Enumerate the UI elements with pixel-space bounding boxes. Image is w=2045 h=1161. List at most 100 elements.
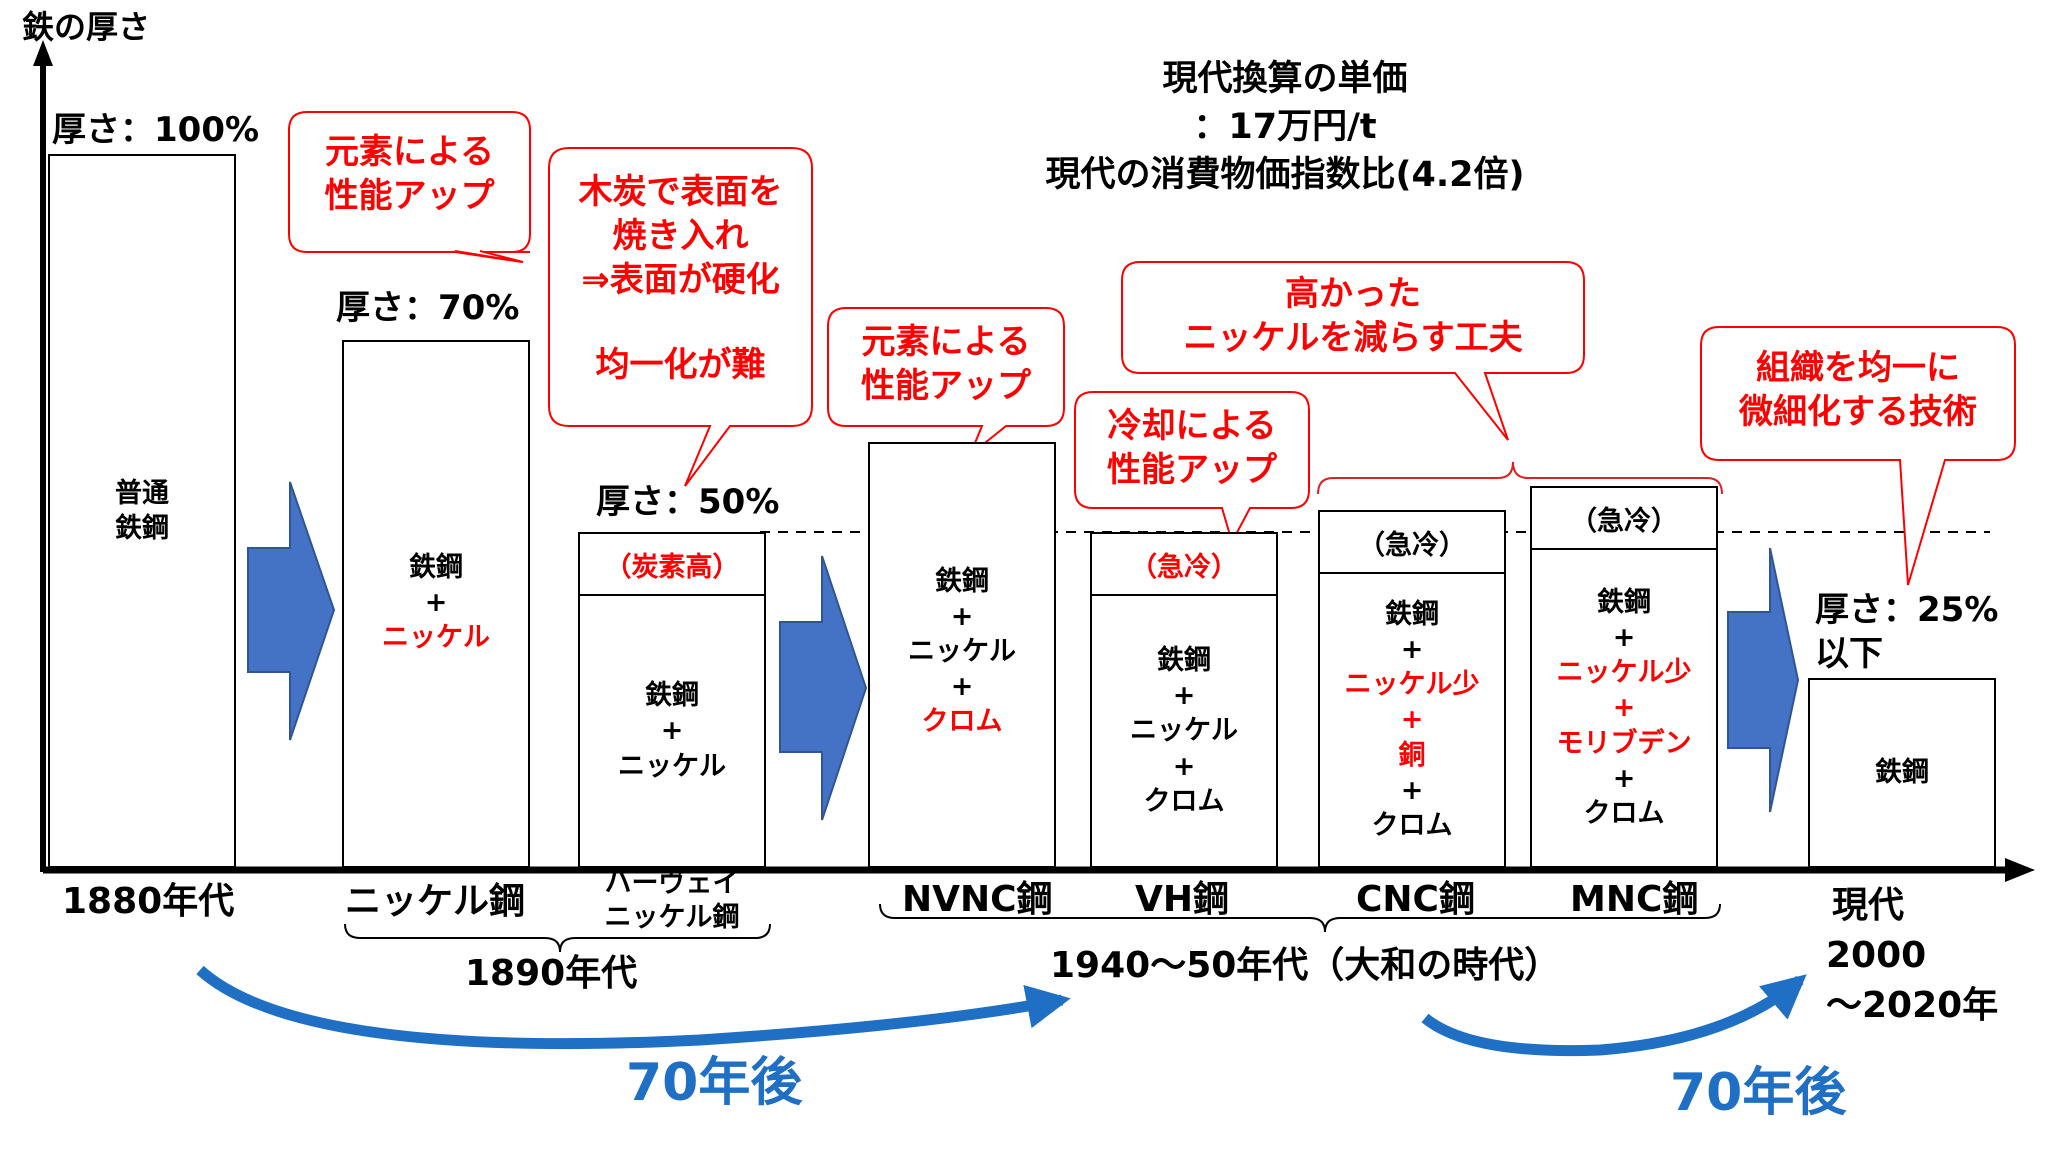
label-mnc: MNC鋼 <box>1570 879 1699 920</box>
label-1940-50s: 1940～50年代（大和の時代） <box>1050 945 1561 986</box>
bar-cnc-l4: + <box>1400 704 1424 736</box>
bar-nickel-steel: 鉄鋼 + ニッケル <box>342 340 530 868</box>
price-note-line3: 現代の消費物価指数比(4.2倍) <box>1045 155 1525 195</box>
bubble-6-text: 組織を均一に 微細化する技術 <box>1701 346 2015 434</box>
label-harvey-2: ニッケル鋼 <box>604 902 740 933</box>
bar-nvnc-l5: クロム <box>921 706 1003 738</box>
thickness-label-25-suffix: 以下 <box>1815 634 1883 674</box>
brace-1940 <box>879 903 1721 933</box>
bubble-3-line1: 元素による <box>861 322 1031 362</box>
bar-cnc-l1: 鉄鋼 <box>1385 599 1439 631</box>
speech-bubble-5 <box>1121 261 1585 441</box>
bar-vh-l1: 鉄鋼 <box>1157 645 1211 677</box>
bar-normal-line2: 鉄鋼 <box>115 513 169 545</box>
bar-mnc-l3: ニッケル少 <box>1556 657 1692 689</box>
block-arrow-3 <box>1727 547 1800 813</box>
bar-cnc-l7: クロム <box>1371 809 1453 841</box>
bar-harvey-cap: （炭素高） <box>580 534 764 596</box>
label-modern-2: 2000 <box>1826 935 1927 976</box>
thickness-label-70: 厚さ：70% <box>336 288 520 328</box>
label-nickel-steel: ニッケル鋼 <box>345 881 526 922</box>
thickness-label-100: 厚さ：100% <box>52 110 260 150</box>
bubble-2-line1: 木炭で表面を <box>578 172 783 212</box>
bubble-5-line1: 高かった <box>1285 274 1421 314</box>
label-vh: VH鋼 <box>1135 879 1229 920</box>
bar-nickel-l1: 鉄鋼 <box>409 552 463 583</box>
y-axis-arrowhead <box>33 40 53 66</box>
bar-normal-steel: 普通 鉄鋼 <box>48 154 236 868</box>
bubble-5-text: 高かった ニッケルを減らす工夫 <box>1122 272 1584 360</box>
curve-arrow-2 <box>1421 974 1807 1057</box>
speech-bubble-3 <box>827 307 1065 456</box>
bubble-2-line2: 焼き入れ <box>612 216 749 257</box>
brace-cnc-mnc <box>1317 461 1723 495</box>
bubble-3-text: 元素による 性能アップ <box>828 320 1064 408</box>
curve-arrow-1 <box>196 965 1071 1050</box>
bar-vh-l2: + <box>1172 680 1196 712</box>
block-arrow-2 <box>779 555 868 821</box>
price-note-line1: 現代換算の単価 <box>1162 59 1408 99</box>
label-1890s: 1890年代 <box>465 953 638 994</box>
span-label-second: 70年後 <box>1670 1063 1847 1123</box>
block-arrow-1 <box>247 481 336 741</box>
bar-mnc-l6: + <box>1612 762 1636 794</box>
bubble-6-line1: 組織を均一に <box>1756 348 1960 388</box>
price-note-line2: ：17万円/t <box>1193 107 1377 147</box>
bar-cnc-cap: （急冷） <box>1320 512 1504 574</box>
label-nvnc: NVNC鋼 <box>902 879 1053 920</box>
bar-vh-l3: ニッケル <box>1130 715 1238 747</box>
bubble-2-line4: 均一化が難 <box>595 344 766 385</box>
bar-modern-l1: 鉄鋼 <box>1875 757 1929 789</box>
bar-nvnc-l4: + <box>950 671 974 703</box>
bar-cnc-l5: 銅 <box>1398 739 1426 771</box>
bar-mnc-l2: + <box>1612 622 1636 654</box>
y-axis-label: 鉄の厚さ <box>22 8 151 46</box>
bar-harvey-l2: + <box>660 715 684 747</box>
speech-bubble-1-tail <box>454 250 524 263</box>
bar-nvnc-steel: 鉄鋼 + ニッケル + クロム <box>868 442 1056 868</box>
bar-cnc-l3: ニッケル少 <box>1344 669 1480 701</box>
bar-vh-l5: クロム <box>1143 785 1225 817</box>
bubble-6-line2: 微細化する技術 <box>1739 392 1977 433</box>
label-1880s: 1880年代 <box>62 881 235 922</box>
bar-nvnc-l1: 鉄鋼 <box>935 566 989 597</box>
speech-bubble-2 <box>548 147 813 487</box>
bar-cnc-steel: （急冷） 鉄鋼 + ニッケル少 + 銅 + クロム <box>1318 510 1506 868</box>
bar-cnc-l2: + <box>1400 634 1424 666</box>
bubble-1-text: 元素による 性能アップ <box>289 130 530 218</box>
bar-vh-l4: + <box>1172 750 1196 782</box>
bar-mnc-l5: モリブデン <box>1556 727 1692 759</box>
bar-mnc-l7: クロム <box>1583 797 1665 829</box>
x-axis-arrowhead <box>2005 858 2035 882</box>
bar-vh-steel: （急冷） 鉄鋼 + ニッケル + クロム <box>1090 532 1278 868</box>
bar-vh-cap: （急冷） <box>1092 534 1276 596</box>
bar-modern-steel: 鉄鋼 <box>1808 678 1996 868</box>
bar-mnc-steel: （急冷） 鉄鋼 + ニッケル少 + モリブデン + クロム <box>1530 486 1718 868</box>
label-modern-1: 現代 <box>1832 885 1905 926</box>
label-cnc: CNC鋼 <box>1356 879 1475 920</box>
span-label-first: 70年後 <box>626 1053 803 1113</box>
bubble-1-line2: 性能アップ <box>324 176 495 217</box>
speech-bubble-6 <box>1700 326 2016 586</box>
bar-mnc-l1: 鉄鋼 <box>1597 587 1651 619</box>
bubble-2-line3: ⇒表面が硬化 <box>581 260 780 301</box>
bar-mnc-l4: + <box>1612 692 1636 724</box>
brace-1890 <box>344 923 771 953</box>
bar-nickel-l2: + <box>424 587 448 619</box>
bubble-4-line1: 冷却による <box>1107 406 1277 446</box>
thickness-label-25: 厚さ：25% <box>1815 590 1999 630</box>
bar-harvey-l1: 鉄鋼 <box>645 680 699 712</box>
bar-mnc-cap: （急冷） <box>1532 488 1716 550</box>
bar-harvey-nickel-steel: （炭素高） 鉄鋼 + ニッケル <box>578 532 766 868</box>
bar-nvnc-l3: ニッケル <box>908 636 1016 668</box>
bubble-1-line1: 元素による <box>325 132 494 172</box>
bar-nvnc-l2: + <box>950 601 974 633</box>
bubble-5-line2: ニッケルを減らす工夫 <box>1183 318 1523 359</box>
label-modern-3: ～2020年 <box>1826 985 1999 1026</box>
thickness-label-50: 厚さ：50% <box>596 482 780 522</box>
bubble-4-text: 冷却による 性能アップ <box>1075 404 1309 492</box>
bar-cnc-l6: + <box>1400 774 1424 806</box>
bar-nickel-l3: ニッケル <box>382 622 490 654</box>
bar-normal-line1: 普通 <box>115 478 169 509</box>
